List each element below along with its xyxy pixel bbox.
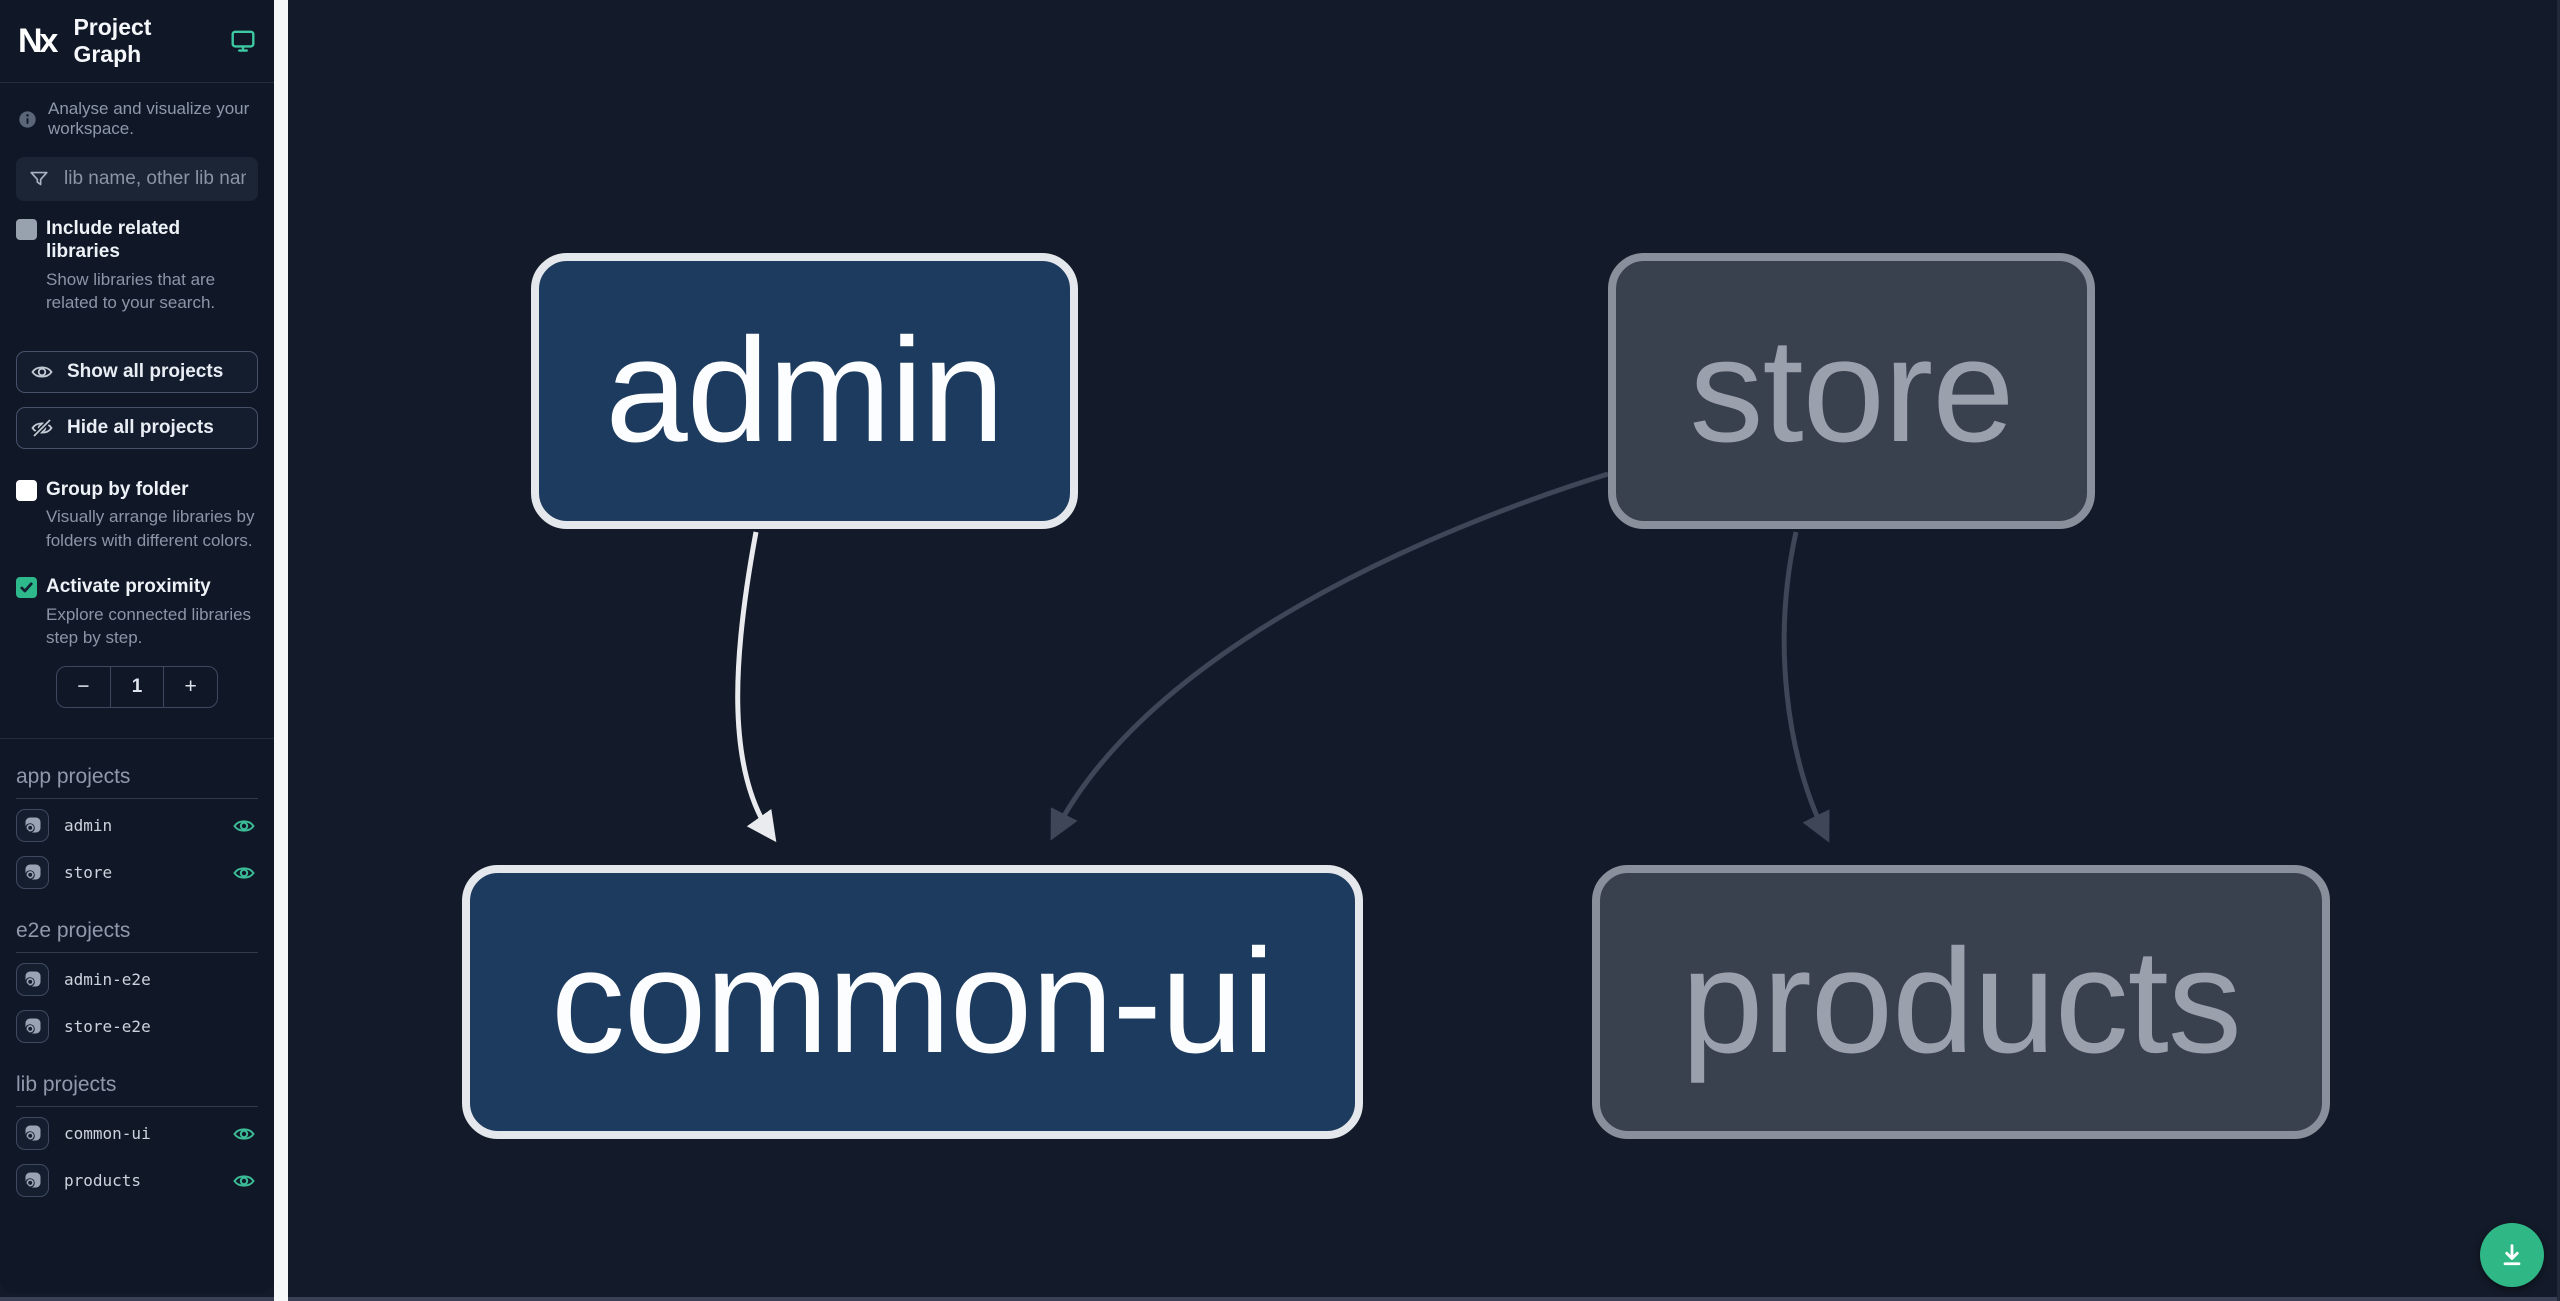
graph-canvas[interactable]: admin store common-ui products [288,0,2560,1297]
include-related-checkbox[interactable] [16,219,37,240]
hide-all-projects-button[interactable]: Hide all projects [16,406,258,449]
proximity-stepper: − 1 + [56,665,218,708]
node-label: products [1681,919,2242,1084]
focus-project-icon[interactable] [16,1164,49,1198]
edge-layer [735,471,1830,843]
show-all-label: Show all projects [67,360,224,382]
section-lib-projects: lib projects common-ui [16,1073,258,1201]
project-name[interactable]: store-e2e [64,1017,151,1037]
sidebar-scrollbar[interactable] [274,0,288,1301]
group-by-folder-row: Group by folder Visually arrange librari… [16,479,258,553]
hide-all-label: Hide all projects [67,416,214,438]
workspace-tagline: Analyse and visualize your workspace. [18,99,256,139]
project-row-admin-e2e: admin-e2e [16,960,258,1000]
bottom-edge-strip [0,1297,2560,1301]
focus-project-icon[interactable] [16,963,49,997]
graph-node-store[interactable]: store [1608,253,2095,529]
graph-node-common-ui[interactable]: common-ui [462,865,1363,1139]
focus-project-icon[interactable] [16,1117,49,1151]
download-graph-button[interactable] [2480,1223,2544,1287]
toggle-visibility-eye-icon[interactable] [230,859,258,887]
section-e2e-projects: e2e projects admin-e2e [16,919,258,1047]
section-title: lib projects [16,1073,258,1107]
project-row-products: products [16,1161,258,1201]
download-icon [2498,1241,2526,1269]
tagline-text: Analyse and visualize your workspace. [48,99,250,138]
include-related-label: Include related libraries [46,218,181,262]
page-title: Project Graph [73,14,152,67]
proximity-value: 1 [109,666,164,707]
activate-proximity-description: Explore connected libraries step by step… [46,605,252,648]
project-row-common-ui: common-ui [16,1114,258,1154]
monitor-icon[interactable] [230,28,256,54]
include-related-description: Show libraries that are related to your … [46,269,216,313]
project-name[interactable]: products [64,1171,142,1191]
group-by-folder-checkbox[interactable] [16,479,37,501]
project-name[interactable]: common-ui [64,1124,151,1144]
project-name[interactable]: admin-e2e [64,970,151,990]
section-app-projects: app projects admin [16,765,258,893]
nx-logo: Nx [18,22,59,60]
graph-node-products[interactable]: products [1592,865,2330,1139]
graph-node-admin[interactable]: admin [531,253,1078,529]
focus-project-icon[interactable] [16,856,49,890]
edge-admin-common-ui[interactable] [735,531,777,843]
activate-proximity-checkbox[interactable] [16,577,37,599]
search-input[interactable] [62,167,258,191]
toggle-visibility-eye-icon[interactable] [230,1167,258,1195]
edge-store-common-ui[interactable] [1050,471,1609,841]
search-box [16,157,258,201]
eye-icon [30,360,54,384]
section-title: app projects [16,765,258,799]
show-all-projects-button[interactable]: Show all projects [16,350,258,393]
sidebar: Nx Project Graph Analyse and visualize y… [0,0,274,1293]
info-icon [18,110,37,129]
section-title: e2e projects [16,919,258,953]
toggle-visibility-eye-icon[interactable] [230,1120,258,1148]
toggle-visibility-eye-icon[interactable] [230,812,258,840]
edge-store-products[interactable] [1781,531,1830,843]
project-name[interactable]: store [64,863,113,883]
activate-proximity-row: Activate proximity Explore connected lib… [16,576,258,650]
right-edge-strip [2557,0,2560,1301]
eye-off-icon [30,416,54,440]
project-row-store: store [16,853,258,893]
focus-project-icon[interactable] [16,809,49,843]
group-by-folder-label: Group by folder [46,478,189,500]
node-label: admin [605,308,1004,473]
project-row-admin: admin [16,806,258,846]
proximity-decrement-button[interactable]: − [77,674,90,698]
node-label: store [1689,308,2014,473]
project-name[interactable]: admin [64,816,113,836]
node-label: common-ui [551,919,1275,1084]
filter-icon [16,168,62,190]
focus-project-icon[interactable] [16,1010,49,1044]
sidebar-divider [0,737,274,739]
activate-proximity-label: Activate proximity [46,576,211,598]
include-related-row: Include related libraries Show libraries… [16,218,258,315]
group-by-folder-description: Visually arrange libraries by folders wi… [46,507,255,550]
project-row-store-e2e: store-e2e [16,1007,258,1047]
proximity-increment-button[interactable]: + [163,666,217,707]
sidebar-header: Nx Project Graph [0,0,274,83]
